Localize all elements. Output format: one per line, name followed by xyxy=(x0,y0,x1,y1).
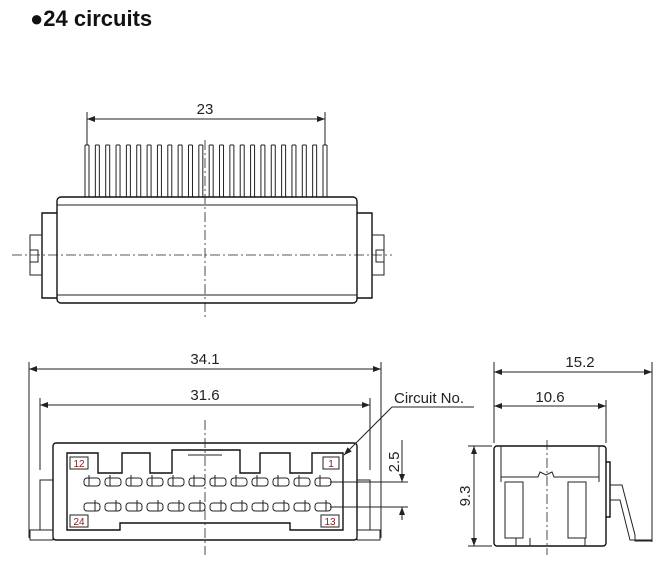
top-view: 23 xyxy=(12,101,392,318)
front-pin xyxy=(272,475,290,487)
top-pin xyxy=(94,144,100,197)
front-pin xyxy=(293,500,311,512)
top-pin xyxy=(84,144,90,197)
top-pin xyxy=(208,144,214,197)
dim-height: 9.3 xyxy=(457,486,474,507)
top-pin xyxy=(291,144,297,197)
top-pin xyxy=(250,144,256,197)
front-pin xyxy=(230,475,248,487)
top-pin xyxy=(312,144,318,197)
front-pin xyxy=(167,475,185,487)
top-pin xyxy=(177,144,183,197)
front-pin xyxy=(146,500,164,512)
circuit-number-1: 1 xyxy=(328,459,334,470)
page-title: ●24 circuits xyxy=(30,6,153,31)
top-pin xyxy=(198,144,204,197)
front-pin xyxy=(104,475,122,487)
front-pin xyxy=(146,475,164,487)
top-pin xyxy=(167,144,173,197)
circuit-no-label: Circuit No. xyxy=(394,390,464,407)
front-pin xyxy=(272,500,290,512)
front-view: 34.1 31.6 12 1 24 13 2.5 Circuit No. xyxy=(28,351,474,555)
front-pin xyxy=(125,475,143,487)
side-body xyxy=(493,445,607,547)
front-pin xyxy=(293,475,311,487)
dim-inner: 31.6 xyxy=(190,387,219,404)
top-pin xyxy=(219,144,225,197)
top-pin xyxy=(187,144,193,197)
top-pin xyxy=(281,144,287,197)
top-pin xyxy=(229,144,235,197)
dim-overall: 34.1 xyxy=(190,351,219,368)
front-pin xyxy=(188,500,206,512)
top-pin xyxy=(260,144,266,197)
left-tab xyxy=(41,212,57,299)
front-pin xyxy=(251,475,269,487)
front-pin xyxy=(251,500,269,512)
front-pins xyxy=(83,475,332,512)
front-pin xyxy=(188,475,206,487)
front-pin xyxy=(209,475,227,487)
front-pin xyxy=(314,500,332,512)
front-pin xyxy=(83,475,101,487)
front-pin xyxy=(167,500,185,512)
dim-body: 10.6 xyxy=(535,389,564,406)
top-pin xyxy=(270,144,276,197)
dim-width-23: 23 xyxy=(197,101,214,118)
front-pin xyxy=(230,500,248,512)
front-pin xyxy=(125,500,143,512)
top-pin xyxy=(136,144,142,197)
circuit-number-13: 13 xyxy=(324,517,336,528)
top-pin xyxy=(115,144,121,197)
top-pins xyxy=(84,144,328,197)
dim-depth: 15.2 xyxy=(565,354,594,371)
top-pin xyxy=(156,144,162,197)
right-tab xyxy=(357,212,373,299)
dim-row-pitch: 2.5 xyxy=(386,452,403,473)
top-pin xyxy=(322,144,328,197)
top-pin xyxy=(146,144,152,197)
top-body xyxy=(56,196,358,304)
side-view: 15.2 10.6 9.3 xyxy=(457,354,653,555)
front-pin xyxy=(83,500,101,512)
top-pin xyxy=(125,144,131,197)
circuit-number-12: 12 xyxy=(73,459,85,470)
inner-frame xyxy=(66,449,344,531)
circuit-number-24: 24 xyxy=(73,517,85,528)
top-pin xyxy=(301,144,307,197)
top-pin xyxy=(105,144,111,197)
front-pin xyxy=(314,475,332,487)
front-pin xyxy=(209,500,227,512)
front-pin xyxy=(104,500,122,512)
top-pin xyxy=(239,144,245,197)
